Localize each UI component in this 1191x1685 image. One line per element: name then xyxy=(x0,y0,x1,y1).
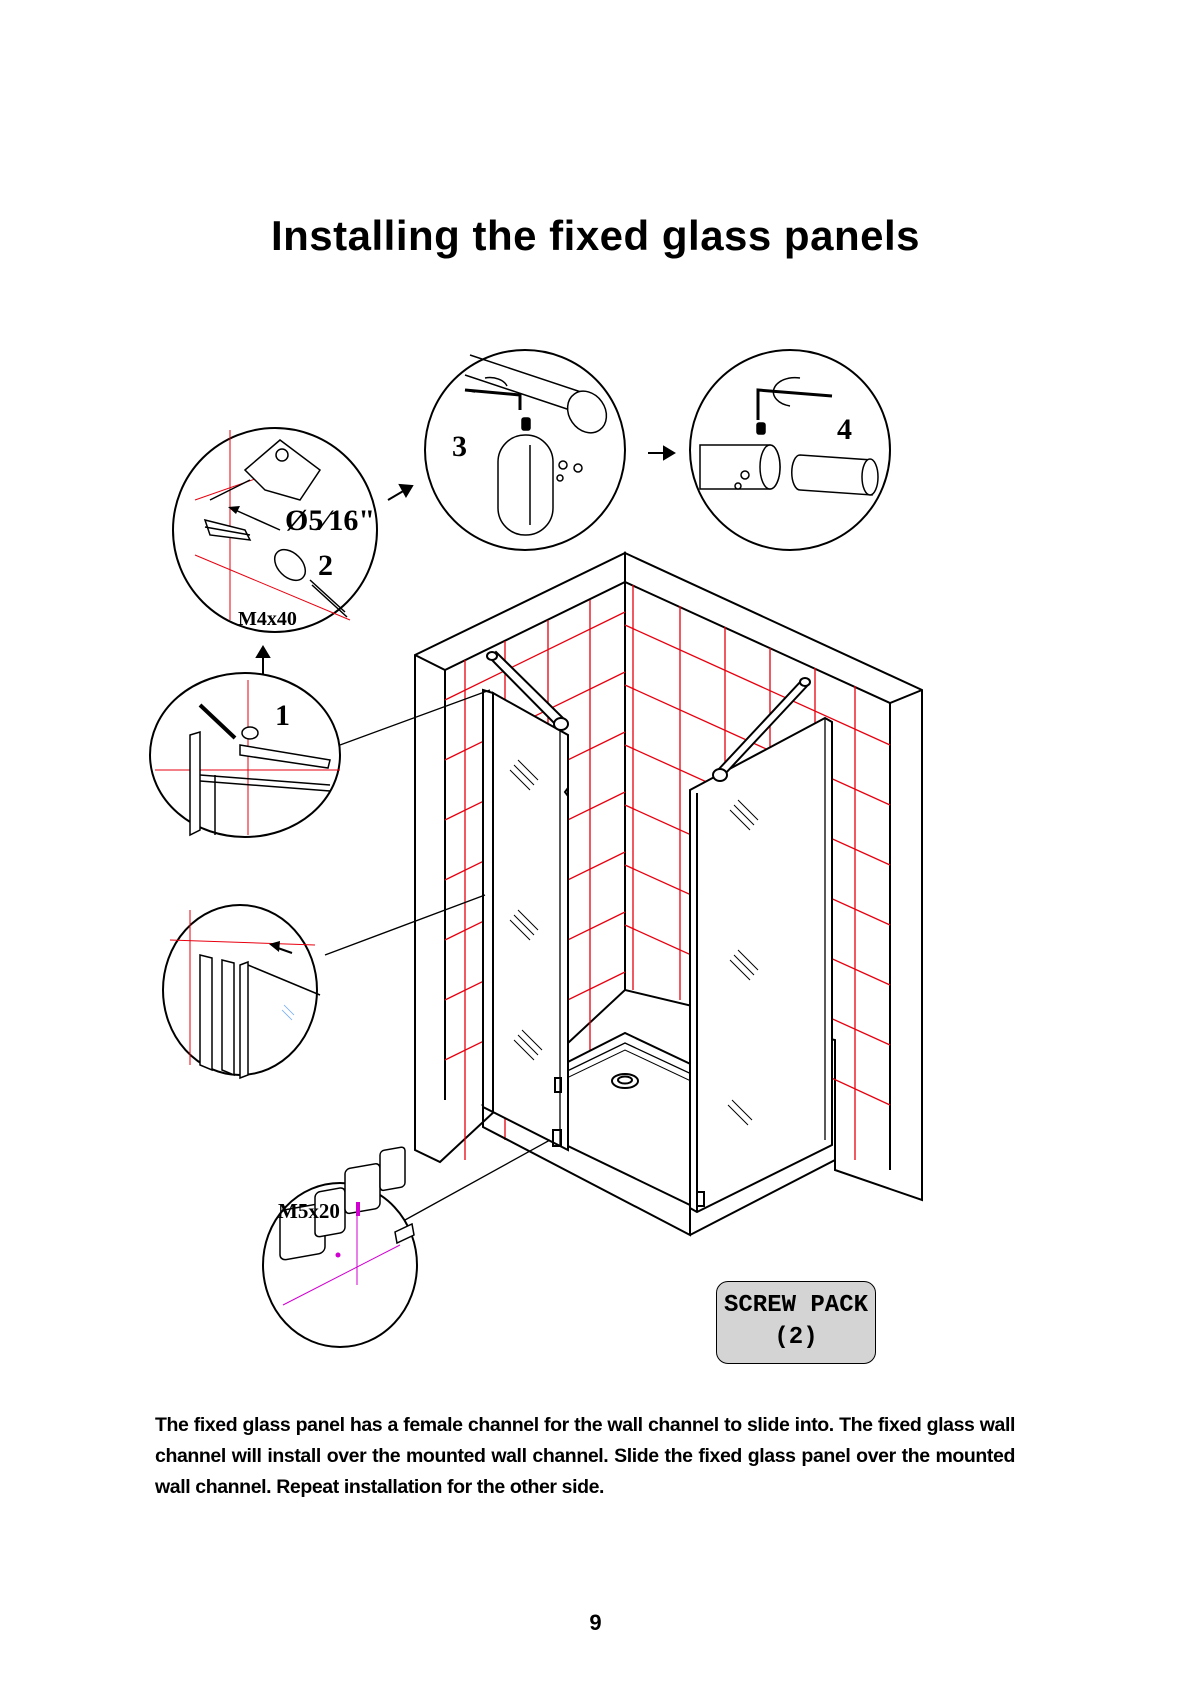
step-1-number: 1 xyxy=(275,699,290,732)
instruction-text: The fixed glass panel has a female chann… xyxy=(155,1414,1015,1498)
screw-size-m4x40: M4x40 xyxy=(238,608,297,630)
detail-circle-step-1: 1 xyxy=(149,672,341,838)
screw-pack-title: SCREW PACK xyxy=(723,1292,869,1319)
detail-circle-step-4: 4 xyxy=(689,349,891,551)
page-number: 9 xyxy=(589,1610,602,1635)
step-arrows xyxy=(255,445,676,675)
leader-lines xyxy=(324,689,551,1221)
glass-reflection-marks xyxy=(509,759,759,1126)
detail-circle-wall-channel xyxy=(162,904,321,1080)
screw-pack-label: SCREW PACK (2) xyxy=(716,1281,876,1364)
step-3-number: 3 xyxy=(452,430,467,463)
detail-circle-step-3: 3 xyxy=(424,349,626,551)
drill-size-label: Ø5⁄16" xyxy=(285,504,375,537)
right-glass-panel xyxy=(689,716,833,1214)
detail-circle-hinge-clamp: M5x20 xyxy=(262,1146,418,1348)
screw-size-m5x20: M5x20 xyxy=(278,1199,340,1223)
detail-circle-drill: Ø5⁄16" 2 M4x40 xyxy=(172,427,378,633)
step-2-number: 2 xyxy=(318,549,333,582)
support-bars xyxy=(486,650,811,782)
step-4-number: 4 xyxy=(837,413,852,446)
screw-pack-number: (2) xyxy=(774,1324,818,1351)
page-title: Installing the fixed glass panels xyxy=(270,212,920,259)
left-glass-panel xyxy=(482,688,569,1152)
